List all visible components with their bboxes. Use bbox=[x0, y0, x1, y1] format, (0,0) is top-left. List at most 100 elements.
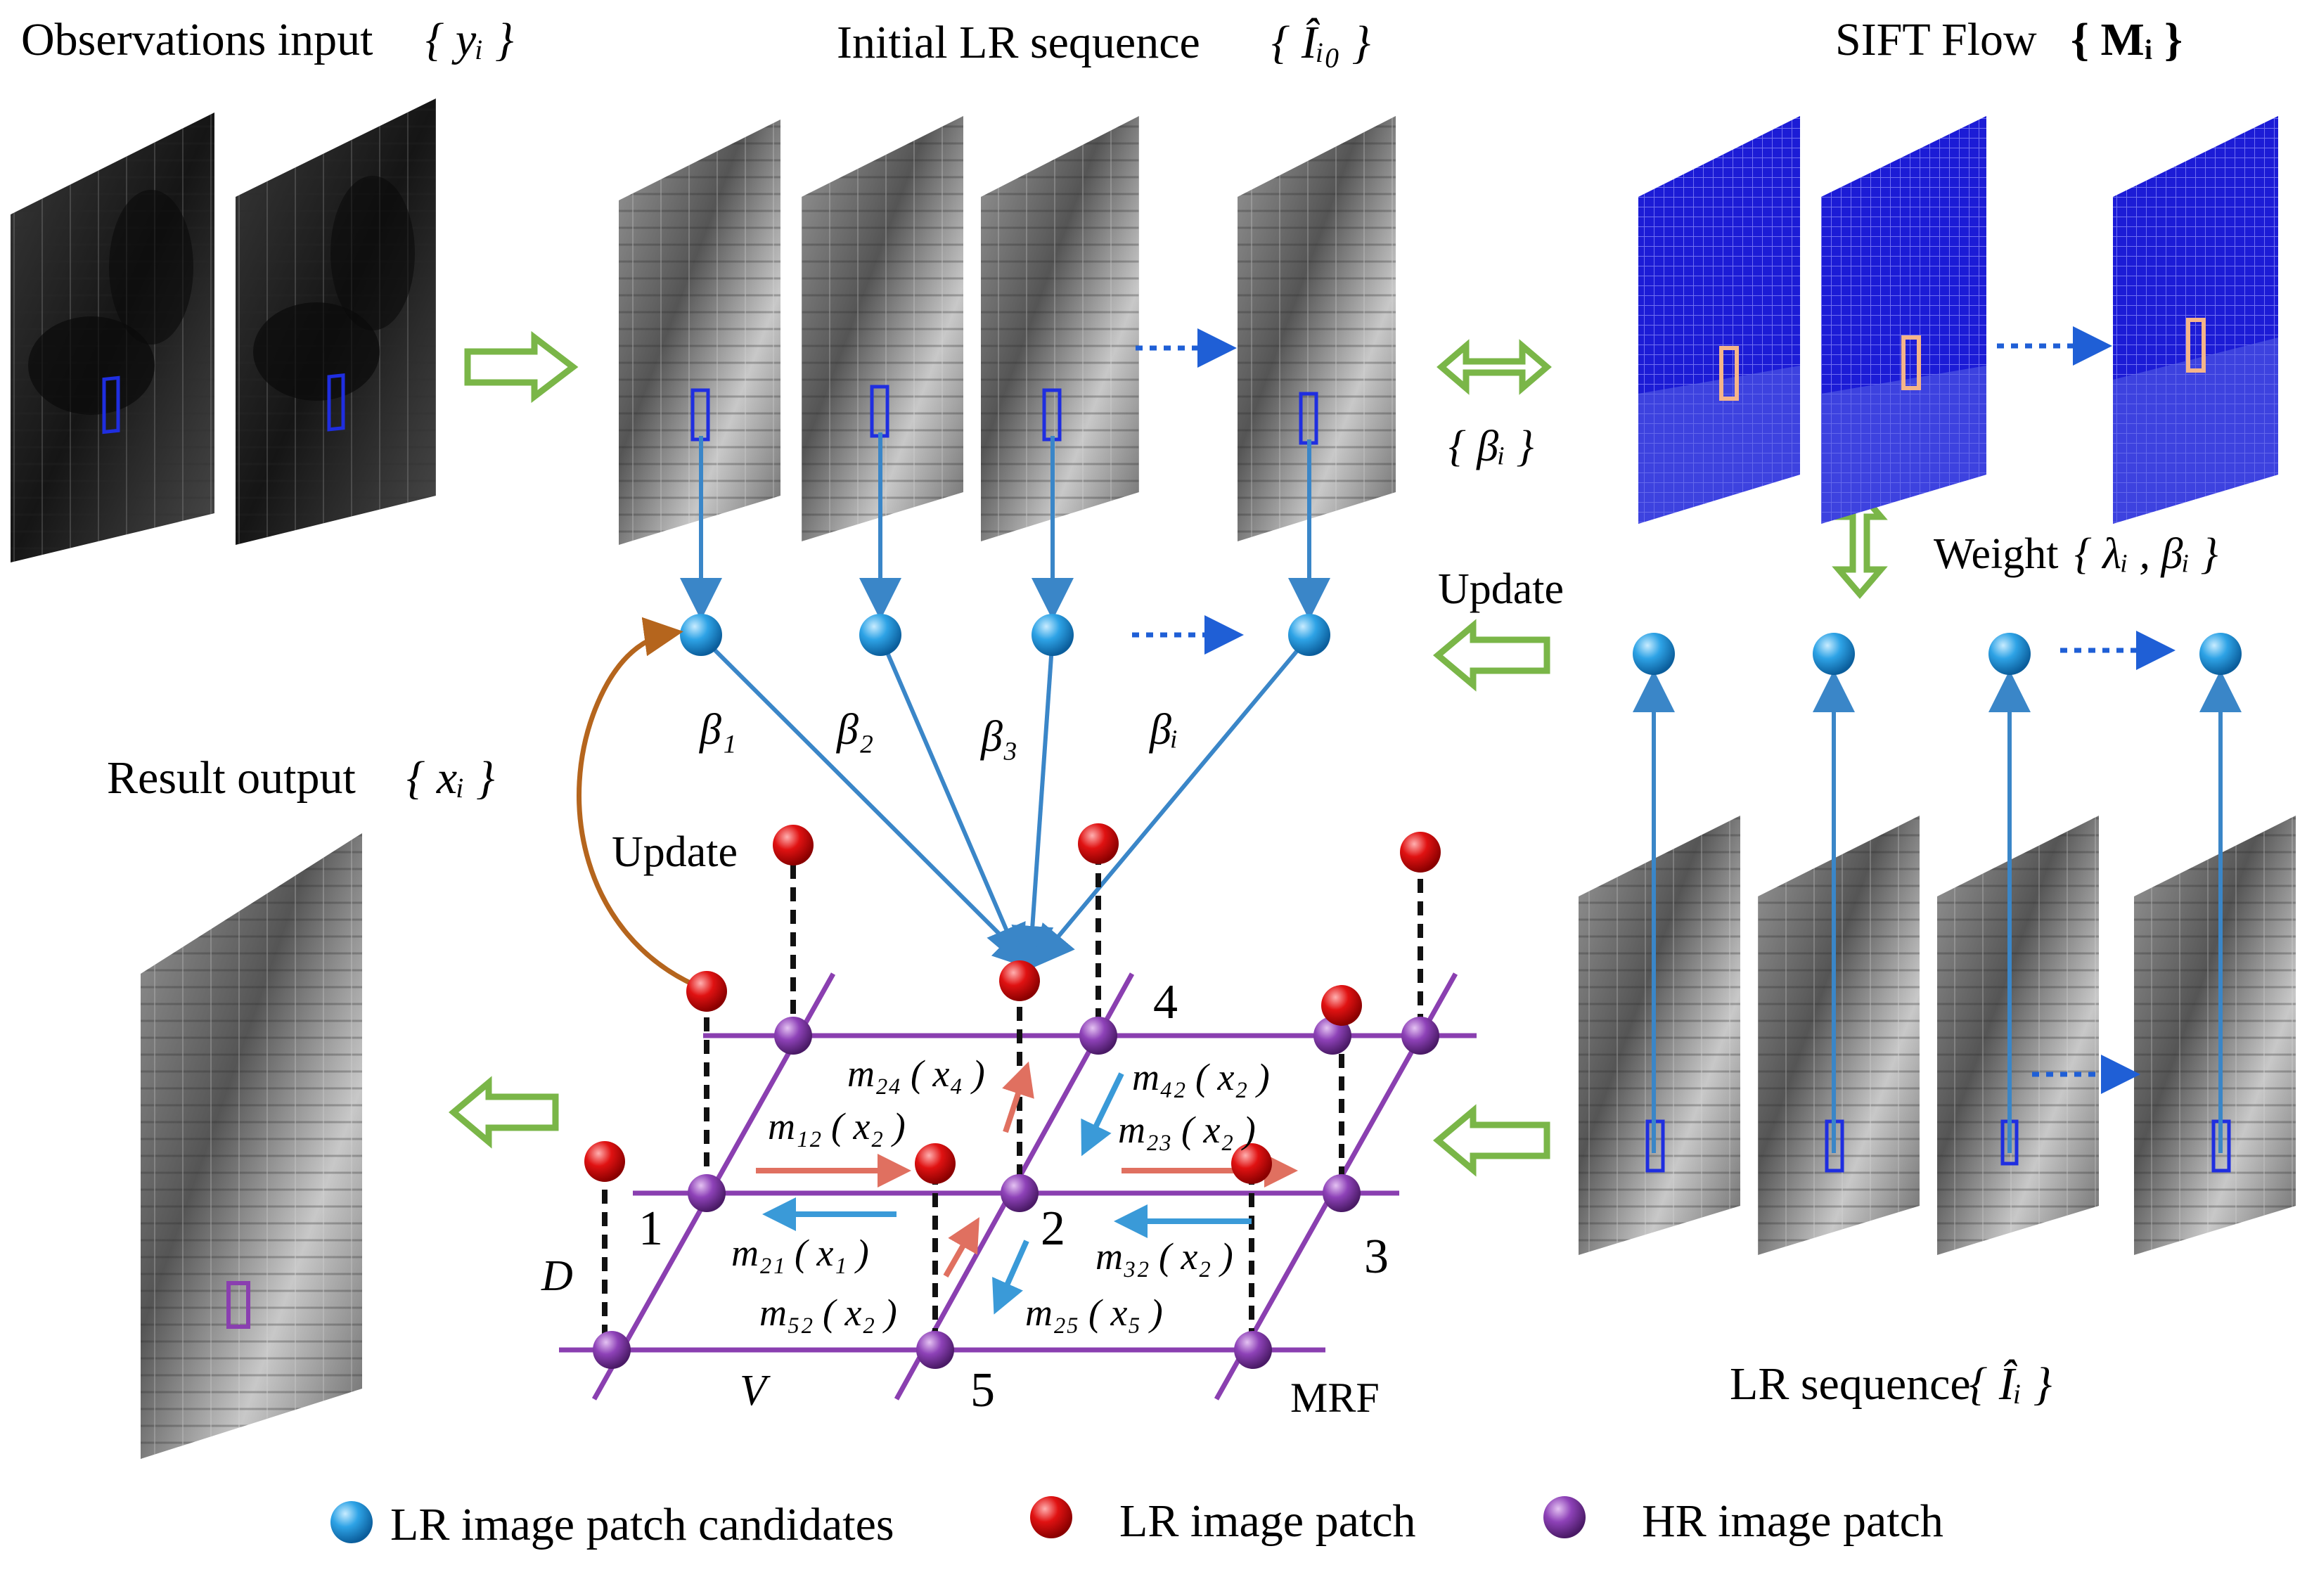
green-arrows bbox=[449, 330, 1888, 1177]
legend-label-candidates: LR image patch candidates bbox=[390, 1499, 894, 1550]
lr-candidate-node bbox=[859, 614, 901, 656]
titles: Observations input { yᵢ } Initial LR seq… bbox=[21, 14, 2183, 1410]
candidate-connections bbox=[680, 432, 1330, 971]
patch-box bbox=[2186, 318, 2206, 373]
legend-blue-swatch bbox=[330, 1501, 373, 1543]
patch-box bbox=[1901, 335, 1921, 390]
lr-sequence-image-2 bbox=[1758, 816, 1920, 1255]
patch-box bbox=[102, 375, 120, 435]
hr-node bbox=[774, 1017, 812, 1055]
green-arrow-left-update bbox=[1433, 619, 1550, 692]
hr-node bbox=[1079, 1017, 1117, 1055]
patch-box bbox=[327, 373, 345, 432]
d-label: D bbox=[541, 1252, 573, 1300]
initial-lr-image-1 bbox=[619, 120, 780, 545]
observation-image-2 bbox=[236, 98, 436, 545]
legend-item-hr-patch: HR image patch bbox=[1543, 1495, 1943, 1547]
green-arrow-right bbox=[464, 330, 579, 404]
lr-nodes bbox=[584, 823, 1441, 1184]
weight-set-label: { λᵢ , βᵢ } bbox=[2074, 530, 2218, 578]
message-m32: m₃₂ ( x₂ ) bbox=[1095, 1235, 1233, 1278]
patch-box bbox=[1719, 346, 1739, 401]
update-curve-arrow bbox=[577, 617, 698, 989]
hr-node bbox=[1401, 1017, 1439, 1055]
observations-set-label: { yᵢ } bbox=[425, 14, 514, 65]
lr-candidate-nodes-top bbox=[680, 614, 1330, 656]
lr-candidate-node bbox=[1988, 633, 2031, 675]
update-right-label: Update bbox=[1438, 565, 1564, 613]
beta-i-label: βᵢ bbox=[1149, 706, 1178, 754]
message-m42: m₄₂ ( x₂ ) bbox=[1132, 1056, 1270, 1098]
observations-title: Observations input bbox=[21, 14, 373, 65]
legend-label-hr-patch: HR image patch bbox=[1642, 1495, 1943, 1547]
lr-candidate-node bbox=[680, 614, 722, 656]
hr-nodes bbox=[593, 1017, 1439, 1369]
patch-box bbox=[226, 1281, 250, 1329]
hr-node bbox=[916, 1331, 954, 1369]
beta-1-label: β₁ bbox=[699, 706, 736, 754]
message-m12: m₁₂ ( x₂ ) bbox=[768, 1105, 906, 1147]
lr-sequence-set-label: { Îᵢ } bbox=[1969, 1358, 2052, 1410]
message-arrows bbox=[756, 1061, 1298, 1315]
lr-sequence-image-1 bbox=[1579, 816, 1740, 1255]
lr-node bbox=[773, 825, 814, 865]
lr-candidate-node bbox=[1032, 614, 1074, 656]
node-number-4: 4 bbox=[1153, 975, 1178, 1029]
lr-node bbox=[1078, 823, 1119, 864]
lr-node bbox=[1400, 832, 1441, 873]
lr-node bbox=[1321, 985, 1362, 1026]
green-arrow-double bbox=[1437, 339, 1552, 395]
lr-node bbox=[999, 960, 1040, 1001]
mrf-node-numbers: 1 2 3 4 5 bbox=[638, 975, 1389, 1417]
sift-flow-image-1 bbox=[1638, 116, 1800, 524]
sift-flow-image-2 bbox=[1821, 116, 1986, 524]
result-output-set-label: { xᵢ } bbox=[406, 752, 495, 804]
v-label: V bbox=[740, 1367, 771, 1415]
beta-2-label: β₂ bbox=[836, 706, 873, 754]
initial-lr-images bbox=[619, 116, 1396, 545]
legend-label-lr-patch: LR image patch bbox=[1119, 1495, 1416, 1547]
lr-candidate-node bbox=[1633, 633, 1675, 675]
hr-node bbox=[1234, 1331, 1272, 1369]
hr-node bbox=[593, 1331, 631, 1369]
result-output-title: Result output bbox=[107, 752, 356, 804]
lr-node bbox=[686, 971, 727, 1012]
beta-set-label: { βᵢ } bbox=[1448, 423, 1534, 470]
initial-lr-set-label: { Îᵢ₀ } bbox=[1271, 17, 1370, 68]
lr-node bbox=[584, 1141, 625, 1182]
message-m25: m₂₅ ( x₅ ) bbox=[1025, 1292, 1163, 1334]
observation-image-1 bbox=[11, 112, 214, 562]
green-arrow-left-seq bbox=[1433, 1104, 1550, 1177]
legend-item-lr-patch: LR image patch bbox=[1030, 1495, 1416, 1547]
legend-item-candidates: LR image patch candidates bbox=[330, 1499, 894, 1550]
lr-node bbox=[915, 1143, 956, 1184]
hr-node bbox=[688, 1174, 726, 1212]
lr-sequence-image-3 bbox=[1937, 816, 2099, 1255]
green-arrow-vertical bbox=[1832, 487, 1888, 599]
initial-lr-image-4 bbox=[1238, 116, 1396, 541]
message-m24: m₂₄ ( x₄ ) bbox=[847, 1053, 985, 1095]
initial-lr-image-2 bbox=[802, 116, 963, 541]
lr-sequence-image-4 bbox=[2134, 816, 2296, 1255]
lr-candidate-node bbox=[1288, 614, 1330, 656]
lr-node bbox=[1231, 1143, 1272, 1184]
message-labels: m₂₄ ( x₄ ) m₁₂ ( x₂ ) m₄₂ ( x₂ ) m₂₃ ( x… bbox=[731, 1053, 1270, 1334]
hr-node bbox=[1323, 1174, 1361, 1212]
sift-flow-image-3 bbox=[2113, 116, 2278, 524]
sift-flow-images bbox=[1638, 116, 2278, 524]
hr-node bbox=[1313, 1017, 1351, 1055]
legend-red-swatch bbox=[1030, 1496, 1072, 1538]
legend: LR image patch candidates LR image patch… bbox=[330, 1495, 1943, 1550]
hr-node bbox=[1001, 1174, 1039, 1212]
result-output-image bbox=[141, 833, 362, 1459]
initial-lr-title: Initial LR sequence bbox=[837, 17, 1200, 68]
message-m52: m₅₂ ( x₂ ) bbox=[759, 1292, 897, 1334]
lr-sequence-connections bbox=[1633, 670, 2242, 1153]
mrf-label: MRF bbox=[1290, 1375, 1380, 1421]
sift-flow-title: SIFT Flow bbox=[1835, 14, 2037, 65]
initial-lr-image-3 bbox=[981, 116, 1139, 541]
beta-3-label: β₃ bbox=[980, 713, 1017, 761]
message-m21: m₂₁ ( x₁ ) bbox=[731, 1232, 869, 1274]
lr-candidate-nodes-right bbox=[1633, 633, 2242, 675]
